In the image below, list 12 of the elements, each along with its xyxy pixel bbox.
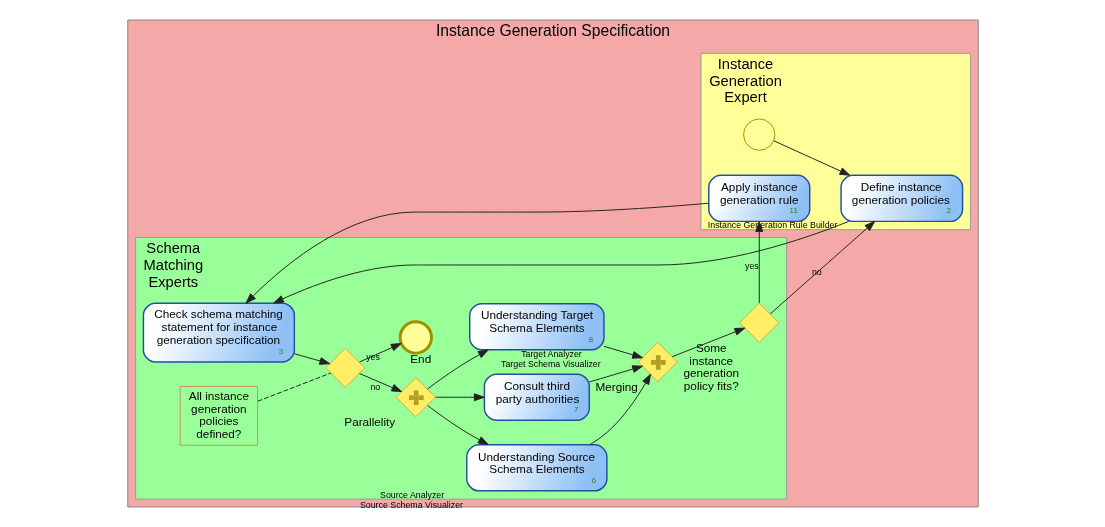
edge-label: no [369, 381, 380, 392]
edge-label: yes [744, 261, 759, 272]
node-label: Source Analyzer [379, 489, 444, 500]
node-label: Some instance generation policy fits? [682, 340, 739, 392]
node-label: Parallelity [343, 415, 395, 429]
node-label: End [409, 351, 431, 365]
edge-label: no [811, 266, 822, 277]
edge-label: yes [365, 351, 380, 362]
node-label: Target Schema Visualizer [500, 358, 601, 369]
node-label: Target Analyzer [520, 348, 582, 359]
node-label: Source Schema Visualizer [359, 499, 463, 510]
node-label: Merging [594, 379, 638, 393]
